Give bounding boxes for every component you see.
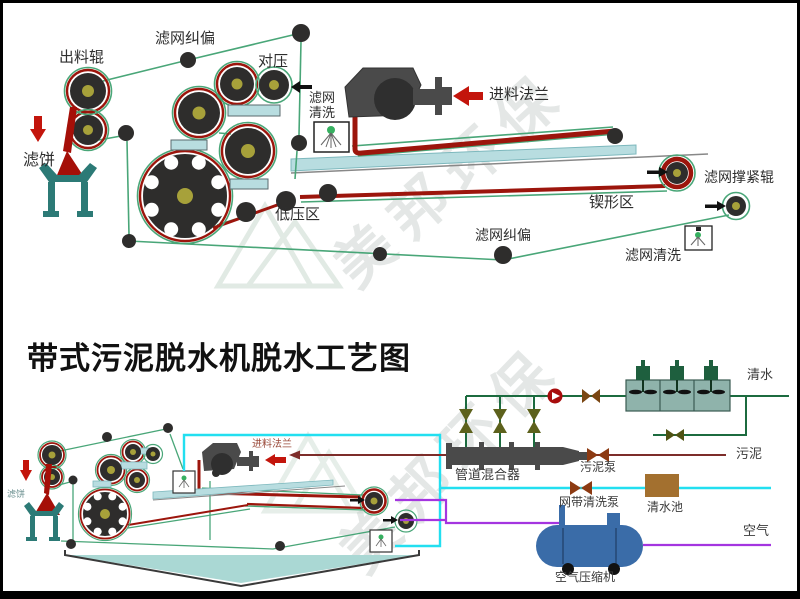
- feed-arrow-icon: [453, 86, 483, 106]
- label-air-compressor: 空气压缩机: [555, 570, 616, 584]
- top-machine: [30, 24, 751, 264]
- tension-arrow-icons: [647, 167, 726, 211]
- label-low-pressure-zone: 低压区: [275, 207, 321, 223]
- gate-valve-icon: [582, 389, 600, 403]
- label-pipe-mixer: 管道混合器: [455, 467, 521, 482]
- label-sludge: 污泥: [736, 446, 763, 461]
- label-belt-tracking-top: 滤网纠偏: [155, 31, 216, 47]
- label-belt-wash-left: 滤网清洗: [309, 90, 336, 120]
- belt-wash-pump-icon: [570, 481, 592, 495]
- mini-drum-holes: [83, 492, 127, 536]
- label-filter-cake-mini: 滤饼: [7, 489, 26, 499]
- mixing-tank: [625, 360, 731, 412]
- dosing-valve-icons: [459, 409, 541, 433]
- drain-tray-long: [290, 144, 709, 174]
- label-feed-flange-top: 进料法兰: [489, 87, 550, 103]
- label-discharge-roller: 出料辊: [59, 50, 105, 66]
- press-stand: [39, 163, 97, 217]
- label-air: 空气: [743, 523, 770, 538]
- spray-nozzle-icon: [320, 126, 342, 148]
- press-arrow-icon: [291, 81, 312, 93]
- label-wedge-zone: 锲形区: [589, 195, 635, 211]
- spray-box-left: [313, 121, 350, 153]
- drive-drum-holes: [144, 155, 226, 237]
- label-filter-cake-top: 滤饼: [23, 152, 56, 169]
- label-belt-tracking-bottom: 滤网纠偏: [475, 229, 531, 244]
- mini-tension-arrow-icons: [350, 496, 398, 524]
- cake-down-arrow-icon: [30, 116, 46, 142]
- sludge-pump-icon: [587, 448, 609, 462]
- pipe-mixer: [446, 442, 587, 470]
- page-title: 带式污泥脱水机脱水工艺图: [27, 341, 411, 376]
- label-belt-tension-roller: 滤网撑紧辊: [704, 171, 774, 186]
- spray-box-right: [684, 225, 713, 251]
- label-clean-water: 清水: [747, 367, 774, 382]
- drain-trays-small: [170, 104, 281, 190]
- mini-feed-pump: [202, 443, 259, 475]
- machine-drawing: [20, 24, 789, 588]
- label-clean-water-pool: 清水池: [647, 500, 684, 514]
- belt-wrap-rings: [63, 60, 751, 245]
- mini-stand: [24, 502, 64, 541]
- mini-spray-boxes: [172, 470, 393, 553]
- label-counter-pressure: 对压: [258, 54, 289, 70]
- mini-feed-arrow-icon: [265, 454, 286, 466]
- mini-machine: [20, 423, 420, 588]
- label-sludge-pump: 污泥泵: [580, 460, 617, 474]
- mini-cake-arrow-icon: [20, 460, 32, 481]
- air-compressor: [536, 505, 643, 575]
- mixer-icons: [629, 360, 725, 395]
- feed-pump: [344, 67, 452, 120]
- cake-chute: [55, 107, 86, 180]
- rollers: [70, 24, 746, 264]
- flow-network: [182, 360, 789, 575]
- collection-trough: [64, 550, 420, 588]
- air-lines: [395, 498, 771, 547]
- drain-valve-icon: [666, 429, 684, 441]
- label-belt-wash-pump: 网带清洗泵: [559, 495, 620, 509]
- label-feed-flange-mini: 进料法兰: [252, 439, 292, 450]
- wash-water-lines: [182, 433, 771, 548]
- sludge-arrowhead-icon: [289, 450, 300, 460]
- check-valve-icon: [547, 388, 563, 404]
- clean-water-pool: [645, 474, 679, 497]
- spray-nozzle-icon: [690, 227, 706, 246]
- label-belt-wash-bottom: 滤网清洗: [625, 249, 681, 264]
